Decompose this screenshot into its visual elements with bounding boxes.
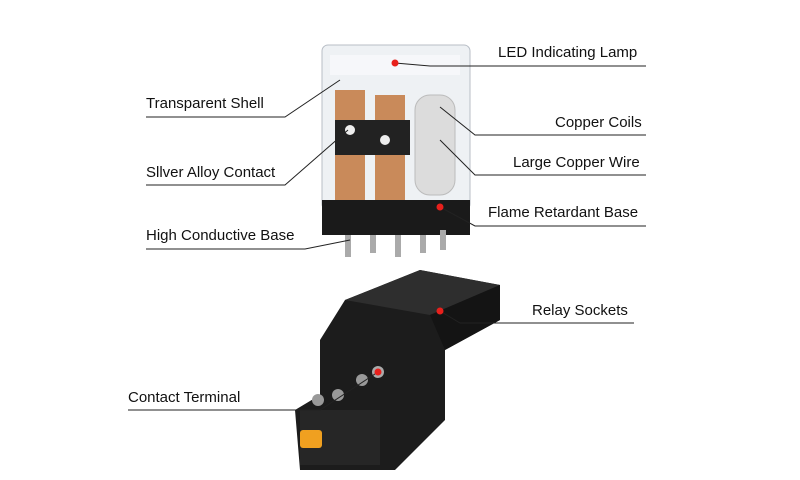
relay [321,44,471,257]
label-transparent-shell: Transparent Shell [146,95,264,112]
label-contact-terminal: Contact Terminal [128,389,241,406]
label-silver-alloy-contact: Sllver Alloy Contact [146,164,276,181]
label-large-copper-wire: Large Copper Wire [513,154,640,171]
socket-latch [300,430,322,448]
label-copper-coils: Copper Coils [555,114,642,131]
label-flame-retardant-base: Flame Retardant Base [488,204,639,221]
label-relay-sockets: Relay Sockets [532,302,628,319]
label-high-conductive-base: High Conductive Base [146,227,295,244]
label-led-indicating-lamp: LED Indicating Lamp [498,44,638,61]
callout-dots [374,59,444,376]
relay-socket [295,270,500,470]
leader-lines [128,62,646,411]
